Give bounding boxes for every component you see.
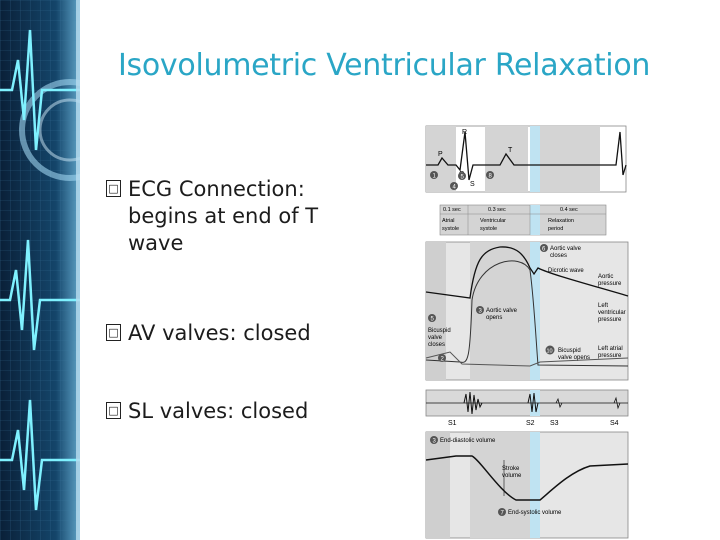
sound-s3: S3: [550, 420, 559, 427]
marker-7: 7: [501, 511, 505, 517]
sound-s1: S1: [448, 420, 457, 427]
label-ventricular: ventricular: [598, 310, 626, 316]
phase-systole-2: systole: [480, 226, 497, 232]
bullet-box-icon: □: [106, 402, 121, 419]
bullet-sl-valves: □ SL valves: closed: [106, 398, 366, 425]
bullet-text: ECG Connection: begins at end of T wave: [128, 177, 319, 255]
marker-4: 4: [453, 185, 457, 191]
label-left-atrial: Left atrial: [598, 346, 623, 352]
bullet-text: SL valves: closed: [128, 399, 309, 423]
label-closes-2: closes: [428, 342, 445, 348]
label-aortic-valve-opens: Aortic valve: [486, 308, 518, 314]
phase-atrial: Atrial: [442, 218, 455, 224]
label-dicrotic-wave: Dicrotic wave: [548, 268, 584, 274]
timeline-bar: 0.1 sec 0.3 sec 0.4 sec Atrial systole V…: [439, 204, 607, 236]
label-valve-opens: valve opens: [558, 355, 590, 361]
label-valve: valve: [428, 335, 443, 341]
label-stroke: Stroke: [502, 466, 520, 472]
label-aortic-valve-closes: Aortic valve: [550, 246, 582, 252]
cardiac-cycle-diagram: P R Q S T 1 4 5 8 0.1 sec 0.3 sec 0.4 se…: [425, 125, 629, 539]
phase-systole: systole: [442, 226, 459, 232]
bullet-box-icon: □: [106, 180, 121, 197]
ecg-label-s: S: [470, 181, 475, 188]
bullet-ecg-connection: □ ECG Connection: begins at end of T wav…: [106, 176, 366, 257]
time-0-3: 0.3 sec: [488, 207, 506, 213]
marker-10: 10: [547, 349, 553, 355]
bullet-box-icon: □: [106, 324, 121, 341]
marker-8: 8: [489, 174, 493, 180]
marker-3: 3: [479, 309, 483, 315]
decorative-ecg-strip: [0, 0, 80, 540]
label-pressure: pressure: [598, 317, 622, 323]
marker-2: 2: [441, 357, 445, 363]
bullet-av-valves: □ AV valves: closed: [106, 320, 366, 347]
label-aortic: Aortic: [598, 274, 613, 280]
time-0-4: 0.4 sec: [560, 207, 578, 213]
marker-6: 6: [542, 247, 546, 253]
label-bicuspid: Bicuspid: [428, 328, 451, 334]
volume-panel: 3 End-diastolic volume Stroke volume 7 E…: [425, 431, 629, 539]
marker-3b: 3: [433, 439, 437, 445]
label-atrial-pressure: pressure: [598, 353, 622, 359]
marker-5b: 5: [431, 317, 435, 323]
ecg-panel: P R Q S T 1 4 5 8: [425, 125, 627, 193]
label-left: Left: [598, 303, 608, 309]
ecg-label-p: P: [438, 151, 443, 158]
label-end-systolic-volume: End-systolic volume: [508, 510, 562, 516]
phase-period: period: [548, 226, 563, 232]
heart-sounds-strip: S1 S2 S3 S4: [425, 389, 629, 427]
phase-ventricular: Ventricular: [480, 218, 506, 224]
phase-relaxation: Relaxation: [548, 218, 574, 224]
ecg-label-r: R: [462, 129, 467, 136]
bullet-text: AV valves: closed: [128, 321, 311, 345]
label-end-diastolic-volume: End-diastolic volume: [440, 438, 496, 444]
time-0-1: 0.1 sec: [443, 207, 461, 213]
label-volume: volume: [502, 473, 522, 479]
label-aortic-pressure: pressure: [598, 281, 622, 287]
ecg-label-t: T: [508, 147, 513, 154]
pressure-panel: 6 Aortic valve closes Dicrotic wave Aort…: [425, 241, 629, 381]
label-bicuspid-opens: Bicuspid: [558, 348, 581, 354]
sound-s2: S2: [526, 420, 535, 427]
marker-1: 1: [433, 174, 437, 180]
marker-5: 5: [461, 175, 465, 181]
slide-title: Isovolumetric Ventricular Relaxation: [118, 48, 651, 83]
label-closes: closes: [550, 253, 567, 259]
sound-s4: S4: [610, 420, 619, 427]
label-opens: opens: [486, 315, 502, 321]
